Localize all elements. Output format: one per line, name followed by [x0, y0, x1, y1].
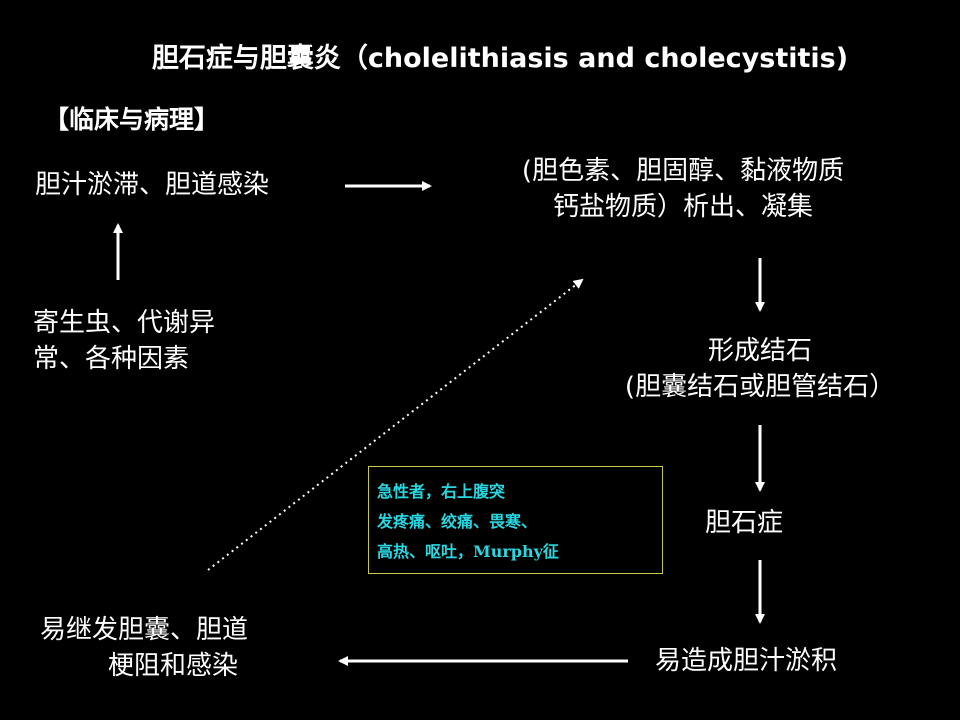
node-precipitate: (胆色素、胆固醇、黏液物质 钙盐物质）析出、凝集 [468, 153, 898, 225]
node-bile-stasis: 胆汁淤滞、胆道感染 [35, 170, 270, 200]
node-secondary-line-1: 易继发胆囊、胆道 [40, 615, 249, 645]
node-secondary: 易继发胆囊、胆道 梗阻和感染 [40, 612, 248, 684]
node-causes: 寄生虫、代谢异 常、各种因素 [33, 305, 215, 377]
node-causes-line-1: 寄生虫、代谢异 [33, 308, 216, 338]
callout-line-3: 高热、呕吐，Murphy征 [377, 542, 559, 561]
node-bile-accumulation: 易造成胆汁淤积 [655, 646, 838, 676]
page-title: 胆石症与胆囊炎（cholelithiasis and cholecystitis… [151, 43, 849, 74]
section-label: 【临床与病理】 [44, 105, 220, 134]
node-causes-line-2: 常、各种因素 [33, 344, 190, 374]
callout-line-1: 急性者，右上腹突 [377, 482, 506, 501]
node-stone-formation-line-2: (胆囊结石或胆管结石） [624, 372, 896, 402]
node-stone-formation: 形成结石 (胆囊结石或胆管结石） [570, 333, 950, 405]
clinical-callout: 急性者，右上腹突 发疼痛、绞痛、畏寒、 高热、呕吐，Murphy征 [368, 466, 663, 574]
node-cholelithiasis: 胆石症 [705, 508, 784, 538]
node-stone-formation-line-1: 形成结石 [707, 336, 812, 366]
arrow-secondary-dotted-to-precipitate [207, 278, 584, 571]
node-secondary-line-2: 梗阻和感染 [108, 651, 239, 681]
node-precipitate-line-2: 钙盐物质）析出、凝集 [552, 192, 813, 222]
node-precipitate-line-1: (胆色素、胆固醇、黏液物质 [521, 156, 845, 186]
callout-line-2: 发疼痛、绞痛、畏寒、 [377, 512, 538, 531]
